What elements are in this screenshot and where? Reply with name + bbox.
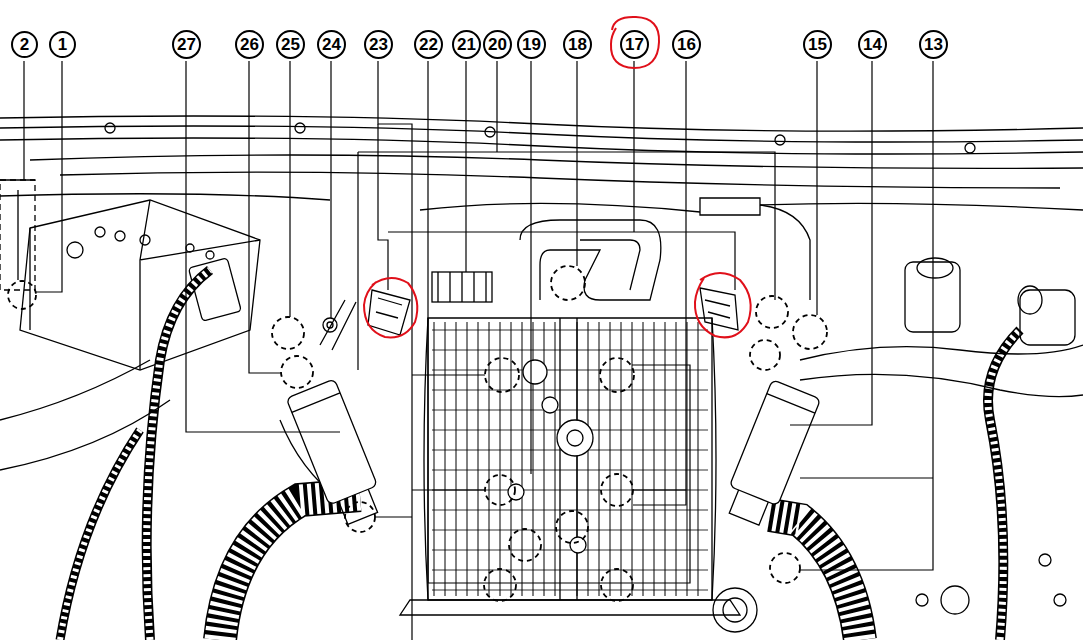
callout-number: 21 [457, 36, 476, 53]
callout-circle: 21 [452, 30, 481, 59]
callout-circle: 26 [235, 30, 264, 59]
callout-circle: 1 [49, 31, 76, 58]
callout-circle: 22 [414, 30, 443, 59]
callout-circle: 23 [364, 30, 393, 59]
callout-number: 17 [625, 36, 644, 53]
callout-number: 1 [58, 36, 67, 53]
callout-number: 24 [322, 36, 341, 53]
callout-circle: 24 [317, 30, 346, 59]
callout-circle: 13 [919, 30, 948, 59]
callout-number: 13 [924, 36, 943, 53]
callout-circle: 15 [803, 30, 832, 59]
callout-circle: 14 [858, 30, 887, 59]
callout-number: 15 [808, 36, 827, 53]
callout-circle: 25 [276, 30, 305, 59]
callout-number: 25 [281, 36, 300, 53]
callout-number: 23 [369, 36, 388, 53]
callout-circle: 16 [672, 30, 701, 59]
callout-circle: 27 [172, 30, 201, 59]
callout-circle: 20 [483, 30, 512, 59]
callout-number: 16 [677, 36, 696, 53]
callout-number: 18 [568, 36, 587, 53]
callout-circle: 17 [620, 30, 649, 59]
callout-number: 14 [863, 36, 882, 53]
callout-number: 27 [177, 36, 196, 53]
callout-number: 2 [20, 36, 29, 53]
callout-circle: 19 [517, 30, 546, 59]
callout-number: 26 [240, 36, 259, 53]
callout-number: 22 [419, 36, 438, 53]
callout-circle: 18 [563, 30, 592, 59]
callout-circle: 2 [11, 31, 38, 58]
callout-number: 20 [488, 36, 507, 53]
callout-number: 19 [522, 36, 541, 53]
